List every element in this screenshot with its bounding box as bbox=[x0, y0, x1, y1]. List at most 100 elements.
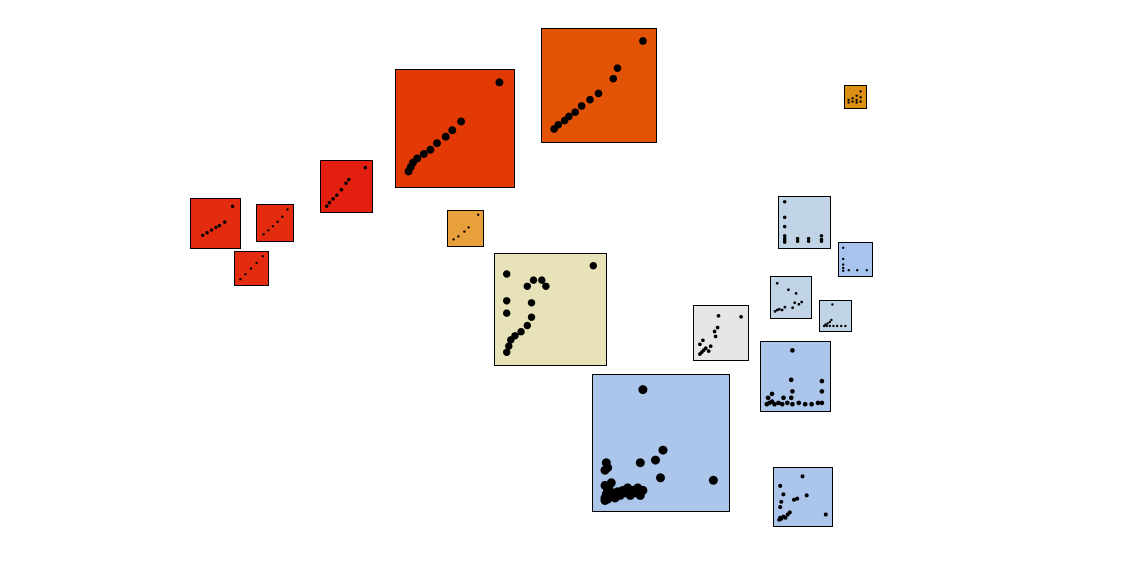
data-point bbox=[276, 220, 279, 224]
data-point bbox=[809, 401, 814, 407]
scatter-panel-13 bbox=[819, 300, 852, 332]
scatter-panel-16 bbox=[773, 467, 833, 527]
data-point bbox=[457, 117, 466, 126]
data-point bbox=[603, 463, 613, 473]
data-point bbox=[448, 126, 457, 135]
data-point bbox=[842, 246, 845, 249]
data-point bbox=[790, 348, 795, 353]
data-point bbox=[851, 97, 854, 100]
data-point bbox=[523, 321, 532, 330]
data-point bbox=[701, 338, 705, 343]
data-point bbox=[217, 223, 222, 228]
scatter-panel-4 bbox=[320, 160, 373, 213]
data-point bbox=[855, 98, 858, 102]
data-point bbox=[577, 102, 586, 110]
data-point bbox=[244, 273, 247, 276]
data-point bbox=[804, 493, 809, 498]
data-point bbox=[703, 346, 708, 351]
data-point bbox=[613, 64, 622, 73]
scatter-panel-6 bbox=[541, 28, 657, 143]
data-point bbox=[782, 224, 787, 229]
data-point bbox=[832, 324, 835, 328]
data-point bbox=[856, 269, 859, 272]
data-point bbox=[831, 303, 834, 306]
data-point bbox=[777, 307, 781, 311]
scatter-panel-3 bbox=[234, 251, 269, 286]
scatter-panel-12 bbox=[770, 276, 812, 319]
data-point bbox=[209, 228, 214, 232]
data-point bbox=[271, 224, 275, 228]
data-point bbox=[441, 132, 450, 141]
data-point bbox=[495, 78, 504, 87]
data-point bbox=[433, 139, 441, 148]
data-point bbox=[502, 309, 511, 317]
data-point bbox=[828, 320, 831, 324]
data-point bbox=[781, 492, 786, 497]
data-point bbox=[502, 297, 511, 305]
data-point bbox=[594, 89, 603, 98]
data-point bbox=[639, 37, 647, 45]
data-point bbox=[847, 101, 850, 104]
data-point bbox=[844, 324, 847, 328]
data-point bbox=[790, 401, 795, 407]
data-point bbox=[780, 308, 784, 312]
data-point bbox=[267, 229, 270, 232]
data-point bbox=[331, 197, 335, 201]
data-point bbox=[606, 478, 616, 488]
data-point bbox=[586, 95, 594, 104]
data-point bbox=[800, 474, 805, 479]
data-point bbox=[788, 395, 794, 401]
data-point bbox=[859, 90, 862, 93]
data-point bbox=[658, 445, 668, 455]
data-point bbox=[828, 324, 831, 328]
data-point bbox=[782, 234, 787, 238]
data-point bbox=[779, 401, 785, 407]
data-point bbox=[806, 236, 811, 241]
data-point bbox=[712, 329, 717, 334]
data-point bbox=[787, 288, 790, 292]
scatter-panel-15 bbox=[760, 341, 831, 412]
data-point bbox=[656, 473, 665, 483]
data-point bbox=[815, 400, 821, 406]
data-point bbox=[792, 497, 796, 502]
data-point bbox=[589, 261, 598, 270]
data-point bbox=[716, 313, 721, 318]
scatter-panel-7 bbox=[447, 210, 484, 247]
data-point bbox=[347, 177, 351, 182]
scatter-panel-14 bbox=[693, 305, 749, 361]
data-point bbox=[324, 204, 329, 208]
data-point bbox=[538, 276, 546, 284]
panel-background bbox=[592, 374, 730, 512]
data-point bbox=[255, 261, 258, 265]
data-point bbox=[782, 200, 787, 204]
data-point bbox=[795, 236, 800, 241]
data-point bbox=[281, 215, 284, 219]
data-point bbox=[822, 324, 826, 328]
data-point bbox=[419, 150, 428, 158]
data-point bbox=[463, 230, 466, 233]
data-point bbox=[778, 505, 783, 510]
data-point bbox=[511, 332, 519, 340]
scatter-panel-2 bbox=[256, 204, 294, 242]
data-point bbox=[638, 385, 648, 395]
data-point bbox=[565, 112, 573, 121]
data-point bbox=[708, 344, 713, 349]
data-point bbox=[855, 101, 858, 104]
scatter-panel-5 bbox=[395, 69, 515, 188]
data-point bbox=[783, 305, 787, 309]
data-point bbox=[819, 389, 825, 394]
scatter-panel-10 bbox=[778, 196, 831, 249]
data-point bbox=[787, 510, 792, 515]
data-point bbox=[698, 342, 702, 347]
data-point bbox=[327, 200, 332, 205]
data-point bbox=[335, 193, 339, 197]
data-point bbox=[344, 181, 348, 185]
data-point bbox=[413, 154, 422, 163]
data-point bbox=[708, 475, 718, 485]
panel-background bbox=[494, 253, 607, 366]
data-point bbox=[772, 401, 777, 407]
data-point bbox=[765, 395, 771, 401]
data-point bbox=[847, 98, 850, 102]
data-point bbox=[713, 334, 718, 339]
